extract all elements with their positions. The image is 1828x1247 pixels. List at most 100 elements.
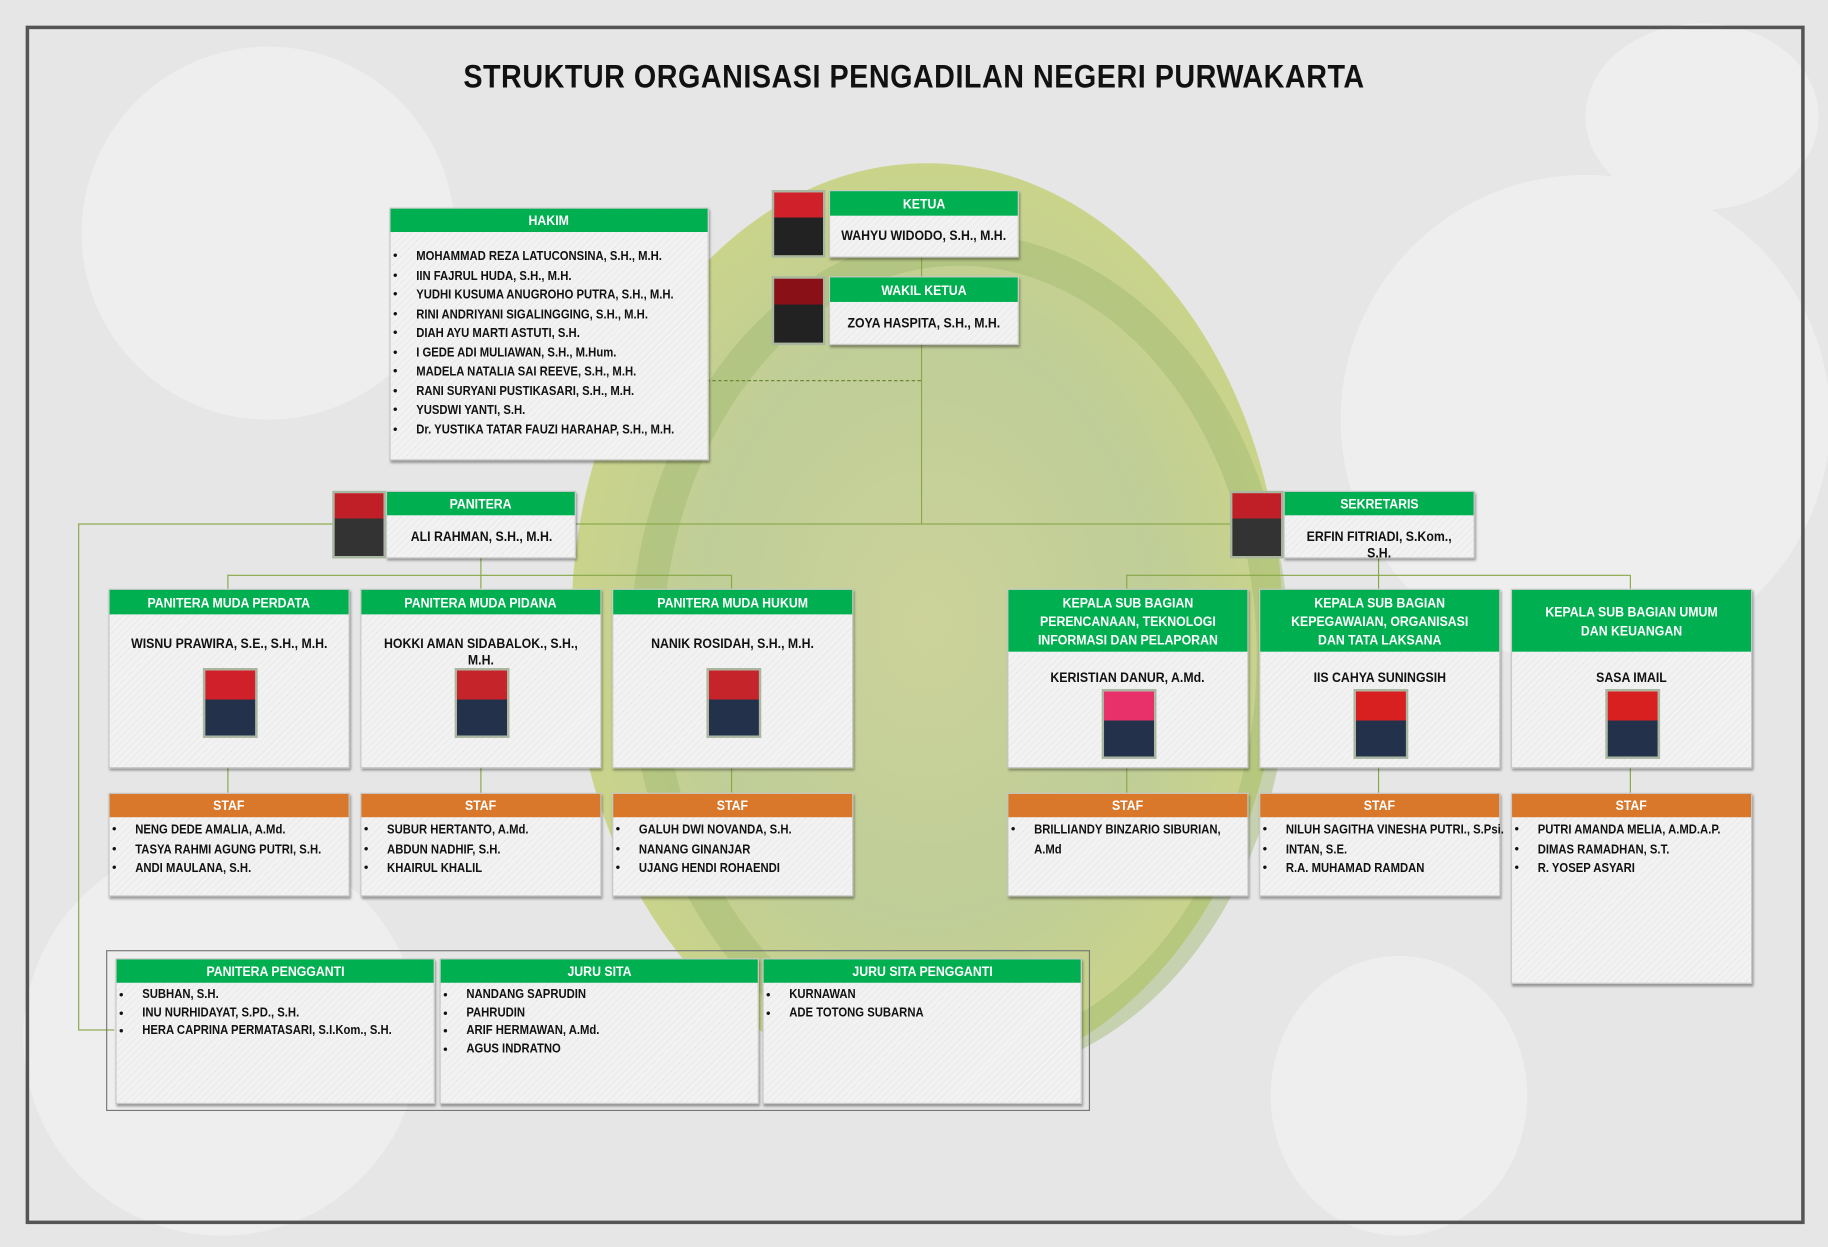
wakil-ketua-photo (771, 276, 826, 346)
unit-1-staff-label: STAF (465, 797, 497, 814)
unit-5-photo (1605, 688, 1661, 759)
connector-line (78, 1029, 115, 1031)
unit-0-name: WISNU PRAWIRA, S.E., S.H., M.H. (130, 635, 328, 652)
connector-line (227, 574, 731, 576)
bottom-box-0: PANITERA PENGGANTI SUBHAN, S.H.INU NURHI… (115, 958, 435, 1105)
list-item: DIAH AYU MARTI ASTUTI, S.H. (391, 324, 710, 343)
list-item: RANI SURYANI PUSTIKASARI, S.H., M.H. (391, 382, 710, 401)
unit-5-staff-label: STAF (1615, 797, 1648, 814)
wakil-ketua-box: WAKIL KETUA ZOYA HASPITA, S.H., M.H. (828, 276, 1019, 346)
unit-5-name: SASA IMAIL (1596, 669, 1667, 686)
bottom-box-label: JURU SITA (567, 962, 632, 980)
list-item: RINI ANDRIYANI SIGALINGGING, S.H., M.H. (391, 305, 710, 324)
unit-1-staff-box: STAF SUBUR HERTANTO, A.Md.ABDUN NADHIF, … (360, 792, 602, 897)
list-item: TASYA RAHMI AGUNG PUTRI, S.H. (110, 840, 347, 859)
panitera-label: PANITERA (449, 495, 512, 512)
panitera-photo (332, 490, 386, 559)
list-item: ADE TOTONG SUBARNA (764, 1004, 942, 1022)
ketua-box: KETUA WAHYU WIDODO, S.H., M.H. (828, 190, 1019, 258)
sekretaris-photo (1229, 490, 1284, 559)
list-item: DIMAS RAMADHAN, S.T. (1512, 840, 1745, 859)
list-item: MADELA NATALIA SAI REEVE, S.H., M.H. (391, 363, 710, 382)
bg-circle (1340, 174, 1828, 665)
connector-line (78, 523, 1284, 525)
ketua-photo (771, 190, 826, 258)
unit-0-staff-list: NENG DEDE AMALIA, A.Md.TASYA RAHMI AGUNG… (110, 821, 347, 879)
connector-dashed (706, 380, 921, 382)
list-item: INU NURHIDAYAT, S.PD., S.H. (117, 1004, 426, 1022)
unit-5-label: KEPALA SUB BAGIAN UMUM DAN KEUANGAN (1545, 603, 1718, 639)
page-title: STRUKTUR ORGANISASI PENGADILAN NEGERI PU… (463, 58, 1365, 95)
unit-2-photo (706, 668, 762, 738)
bottom-box-label: PANITERA PENGGANTI (206, 962, 345, 980)
connector-line (480, 556, 482, 575)
unit-0-staff-label: STAF (213, 797, 245, 814)
unit-0-label: PANITERA MUDA PERDATA (147, 593, 311, 611)
list-item: NANDANG SAPRUDIN (441, 986, 618, 1004)
unit-4-label: KEPALA SUB BAGIAN KEPEGAWAIAN, ORGANISAS… (1291, 593, 1469, 648)
bottom-box-list: SUBHAN, S.H.INU NURHIDAYAT, S.PD., S.H.H… (117, 986, 426, 1040)
unit-2-staff-list: GALUH DWI NOVANDA, S.H.NANANG GINANJARUJ… (613, 821, 812, 879)
connector-line (920, 255, 923, 524)
connector-line (1126, 574, 1630, 576)
list-item: AGUS INDRATNO (441, 1040, 618, 1058)
list-item: R.A. MUHAMAD RAMDAN (1260, 859, 1533, 878)
unit-2-label: PANITERA MUDA HUKUM (657, 593, 809, 611)
list-item: ANDI MAULANA, S.H. (110, 859, 347, 878)
bg-circle (1270, 955, 1528, 1236)
unit-2-staff-label: STAF (717, 797, 749, 814)
unit-5-box: KEPALA SUB BAGIAN UMUM DAN KEUANGAN SASA… (1510, 588, 1753, 769)
connector-line (1377, 556, 1380, 575)
connector-line (78, 523, 80, 1030)
unit-5-staff-box: STAF PUTRI AMANDA MELIA, A.MD.A.P.DIMAS … (1510, 792, 1753, 984)
hakim-box: HAKIM MOHAMMAD REZA LATUCONSINA, S.H., M… (389, 207, 710, 461)
list-item: PUTRI AMANDA MELIA, A.MD.A.P. (1512, 821, 1745, 840)
list-item: SUBUR HERTANTO, A.Md. (361, 821, 547, 840)
list-item: R. YOSEP ASYARI (1512, 859, 1745, 878)
bottom-box-list: KURNAWANADE TOTONG SUBARNA (764, 986, 942, 1022)
unit-3-name: KERISTIAN DANUR, A.Md. (1050, 669, 1205, 686)
unit-2-staff-box: STAF GALUH DWI NOVANDA, S.H.NANANG GINAN… (612, 792, 854, 897)
panitera-box: PANITERA ALI RAHMAN, S.H., M.H. (385, 490, 576, 559)
wakil-ketua-label: WAKIL KETUA (881, 281, 967, 298)
list-item: NILUH SAGITHA VINESHA PUTRI., S.Psi. (1260, 821, 1533, 840)
list-item: Dr. YUSTIKA TATAR FAUZI HARAHAP, S.H., M… (391, 420, 710, 439)
list-item: ARIF HERMAWAN, A.Md. (441, 1022, 618, 1040)
bottom-box-1: JURU SITA NANDANG SAPRUDINPAHRUDINARIF H… (439, 958, 759, 1105)
unit-4-box: KEPALA SUB BAGIAN KEPEGAWAIAN, ORGANISAS… (1259, 588, 1501, 769)
list-item: INTAN, S.E. (1260, 840, 1533, 859)
unit-3-staff-label: STAF (1112, 797, 1144, 814)
bottom-box-2: JURU SITA PENGGANTI KURNAWANADE TOTONG S… (762, 958, 1082, 1105)
list-item: SUBHAN, S.H. (117, 986, 426, 1004)
sekretaris-name: ERFIN FITRIADI, S.Kom., S.H. (1306, 528, 1452, 561)
list-item: BRILLIANDY BINZARIO SIBURIAN, (1008, 821, 1246, 840)
hakim-header: HAKIM (390, 208, 708, 232)
panitera-name: ALI RAHMAN, S.H., M.H. (410, 528, 552, 545)
list-item: HERA CAPRINA PERMATASARI, S.I.Kom., S.H. (117, 1022, 426, 1040)
unit-1-photo (454, 668, 510, 738)
list-item: UJANG HENDI ROHAENDI (613, 859, 812, 878)
unit-4-staff-label: STAF (1364, 797, 1396, 814)
bg-circle (1585, 23, 1819, 210)
unit-3-label: KEPALA SUB BAGIAN PERENCANAAN, TEKNOLOGI… (1037, 593, 1218, 648)
unit-1-label: PANITERA MUDA PIDANA (404, 593, 557, 611)
list-item: MOHAMMAD REZA LATUCONSINA, S.H., M.H. (391, 247, 710, 266)
unit-4-staff-list: NILUH SAGITHA VINESHA PUTRI., S.Psi.INTA… (1260, 821, 1533, 879)
sekretaris-label: SEKRETARIS (1339, 495, 1419, 512)
unit-3-staff-box: STAF BRILLIANDY BINZARIO SIBURIAN,A.Md (1007, 792, 1249, 897)
bottom-box-list: NANDANG SAPRUDINPAHRUDINARIF HERMAWAN, A… (441, 986, 618, 1058)
unit-3-box: KEPALA SUB BAGIAN PERENCANAAN, TEKNOLOGI… (1007, 588, 1249, 769)
unit-0-photo (202, 668, 258, 738)
unit-1-box: PANITERA MUDA PIDANA HOKKI AMAN SIDABALO… (360, 588, 602, 769)
unit-1-staff-list: SUBUR HERTANTO, A.Md.ABDUN NADHIF, S.H.K… (361, 821, 547, 879)
sekretaris-box: SEKRETARIS ERFIN FITRIADI, S.Kom., S.H. (1283, 490, 1475, 561)
list-item: KURNAWAN (764, 986, 942, 1004)
unit-3-photo (1101, 688, 1157, 759)
list-item: PAHRUDIN (441, 1004, 618, 1022)
unit-5-staff-list: PUTRI AMANDA MELIA, A.MD.A.P.DIMAS RAMAD… (1512, 821, 1745, 879)
unit-4-photo (1353, 688, 1409, 759)
chart-frame (25, 25, 1805, 1225)
ketua-label: KETUA (902, 195, 946, 212)
list-item: ABDUN NADHIF, S.H. (361, 840, 547, 859)
